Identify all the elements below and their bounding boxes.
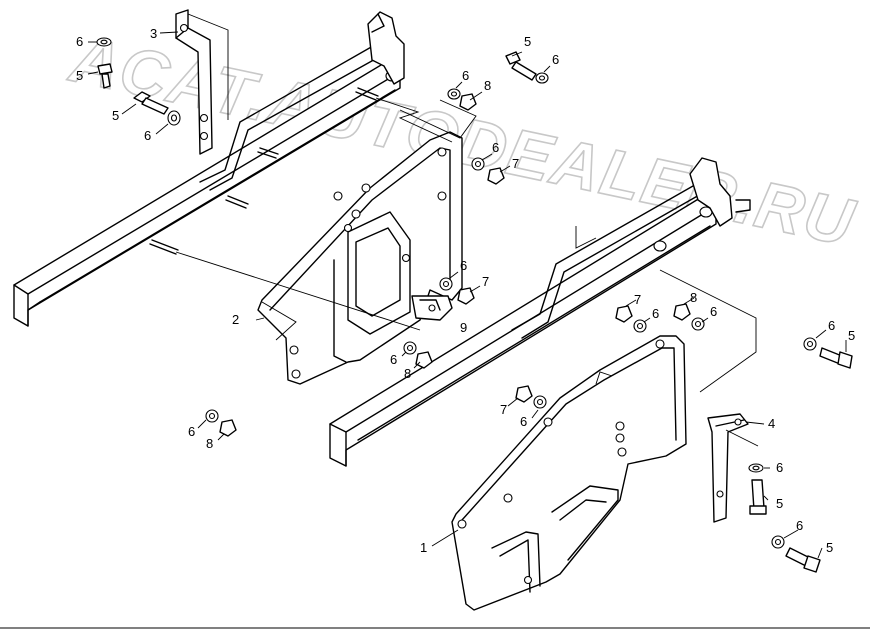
callout-6: 6 bbox=[390, 352, 397, 367]
callout-8: 8 bbox=[206, 436, 213, 451]
callout-3: 3 bbox=[150, 26, 157, 41]
callout-labels: 3 6 5 5 6 5 6 6 8 6 7 6 7 9 2 6 8 6 8 7 … bbox=[76, 26, 855, 555]
callout-2: 2 bbox=[232, 312, 239, 327]
callout-7: 7 bbox=[500, 402, 507, 417]
callout-5: 5 bbox=[112, 108, 119, 123]
callout-6: 6 bbox=[776, 460, 783, 475]
callout-8: 8 bbox=[690, 290, 697, 305]
callout-6: 6 bbox=[652, 306, 659, 321]
callout-7: 7 bbox=[512, 156, 519, 171]
callout-6: 6 bbox=[828, 318, 835, 333]
callout-4: 4 bbox=[768, 416, 775, 431]
callout-6: 6 bbox=[552, 52, 559, 67]
callout-6: 6 bbox=[76, 34, 83, 49]
hook-bracket-4 bbox=[707, 413, 759, 523]
callout-5: 5 bbox=[848, 328, 855, 343]
battery-bracket-1 bbox=[451, 269, 757, 611]
left-frame-rail bbox=[13, 11, 405, 327]
callout-6: 6 bbox=[144, 128, 151, 143]
callout-5: 5 bbox=[826, 540, 833, 555]
callout-6: 6 bbox=[796, 518, 803, 533]
callout-5: 5 bbox=[776, 496, 783, 511]
callout-6: 6 bbox=[460, 258, 467, 273]
plate-9 bbox=[411, 295, 453, 321]
callout-8: 8 bbox=[484, 78, 491, 93]
callout-6: 6 bbox=[492, 140, 499, 155]
callout-9: 9 bbox=[460, 320, 467, 335]
fasteners bbox=[96, 37, 853, 573]
leader-lines bbox=[87, 31, 847, 559]
callout-8: 8 bbox=[404, 366, 411, 381]
callout-7: 7 bbox=[482, 274, 489, 289]
callout-7: 7 bbox=[634, 292, 641, 307]
callout-6: 6 bbox=[520, 414, 527, 429]
callout-6: 6 bbox=[462, 68, 469, 83]
callout-1: 1 bbox=[420, 540, 427, 555]
right-frame-rail bbox=[329, 157, 751, 467]
callout-5: 5 bbox=[524, 34, 531, 49]
battery-bracket-2 bbox=[257, 99, 477, 385]
callout-6: 6 bbox=[710, 304, 717, 319]
callout-5: 5 bbox=[76, 68, 83, 83]
frame-studs bbox=[149, 87, 453, 331]
hook-bracket-3 bbox=[175, 9, 229, 155]
callout-6: 6 bbox=[188, 424, 195, 439]
